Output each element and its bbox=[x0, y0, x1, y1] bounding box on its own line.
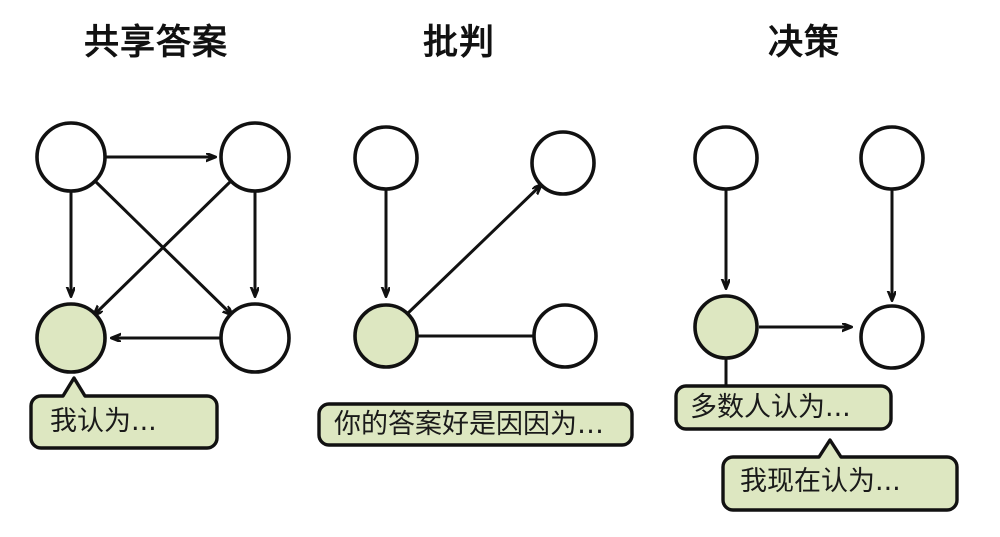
node-p2-tl[interactable] bbox=[353, 125, 419, 191]
panel-critique bbox=[317, 125, 634, 447]
node-p3-tr[interactable] bbox=[859, 125, 925, 191]
panel-title-shared-answer: 共享答案 bbox=[84, 23, 229, 63]
panel-title-critique: 批判 bbox=[423, 23, 496, 63]
node-p2-tr[interactable] bbox=[530, 130, 596, 196]
node-p1-tr[interactable] bbox=[219, 121, 291, 193]
edge-group-p1 bbox=[71, 157, 255, 338]
bubble-label-p2-1: 你的答案好是因因为… bbox=[334, 409, 604, 440]
panel-shared-answer bbox=[29, 121, 291, 450]
node-p2-br[interactable] bbox=[532, 303, 598, 369]
edge-group-p3 bbox=[726, 189, 892, 386]
node-p1-tl[interactable] bbox=[35, 121, 107, 193]
speech-bubble-p1-1[interactable] bbox=[29, 376, 219, 450]
edge-p1-tr-to-bl bbox=[94, 179, 233, 315]
node-p2-bl-highlight[interactable] bbox=[353, 303, 419, 369]
node-p3-tl[interactable] bbox=[693, 125, 759, 191]
panel-decision bbox=[674, 125, 959, 512]
speech-bubble-p3-2[interactable] bbox=[721, 438, 959, 512]
panel-title-decision: 决策 bbox=[768, 23, 841, 63]
node-p1-br[interactable] bbox=[219, 302, 291, 374]
bubble-label-p3-1: 多数人认为... bbox=[690, 392, 851, 423]
node-p3-bl-highlight[interactable] bbox=[693, 294, 759, 360]
edge-group-p2 bbox=[386, 185, 541, 338]
bubble-label-p3-2: 我现在认为... bbox=[740, 466, 901, 497]
edge-p2-bl-to-tr bbox=[404, 185, 541, 317]
speech-bubble-p2-1[interactable] bbox=[317, 402, 634, 447]
node-p1-bl-highlight[interactable] bbox=[35, 302, 107, 374]
node-p3-br[interactable] bbox=[859, 304, 925, 370]
bubble-label-p1-1: 我认为... bbox=[50, 406, 157, 437]
speech-bubble-p3-1[interactable] bbox=[674, 384, 893, 431]
